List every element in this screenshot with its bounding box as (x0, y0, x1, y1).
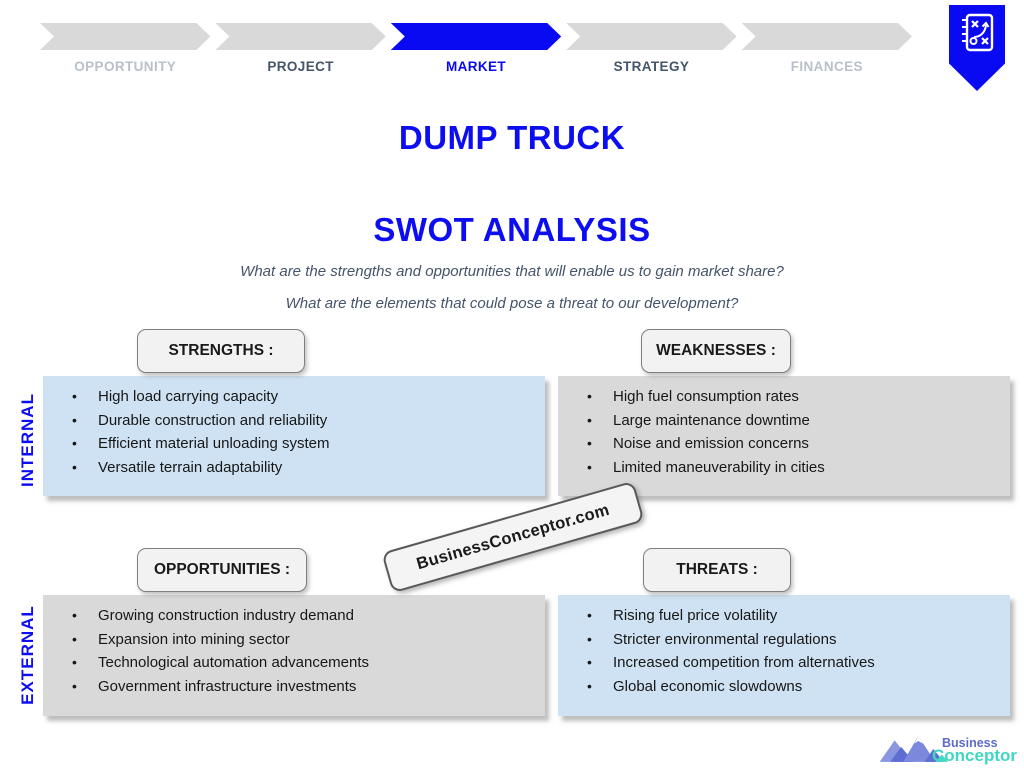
weaknesses-list: High fuel consumption rates Large mainte… (558, 376, 1010, 479)
bullet-item: Growing construction industry demand (43, 604, 545, 628)
bullet-item: Versatile terrain adaptability (43, 456, 545, 480)
weaknesses-header: WEAKNESSES : (641, 329, 791, 373)
bullet-item: Durable construction and reliability (43, 409, 545, 433)
opportunities-box: Growing construction industry demand Exp… (43, 595, 545, 716)
question-text-1: What are the strengths and opportunities… (240, 263, 784, 280)
watermark-badge: BusinessConceptor.com (381, 480, 645, 594)
slide-title: DUMP TRUCK (398, 119, 626, 156)
bullet-item: Global economic slowdowns (558, 675, 1010, 699)
bullet-item: Noise and emission concerns (558, 432, 1010, 456)
logo-business-text: Business (942, 736, 998, 750)
nav-step-finances: FINANCES (742, 23, 912, 74)
nav-step-label: MARKET (445, 59, 507, 74)
strengths-box: High load carrying capacity Durable cons… (43, 376, 545, 496)
section-title: SWOT ANALYSIS (373, 211, 651, 248)
bullet-item: Stricter environmental regulations (558, 628, 1010, 652)
bookmark-ribbon (949, 5, 1005, 91)
question-text-2: What are the elements that could pose a … (285, 295, 739, 312)
chevron-arrow (566, 23, 736, 50)
bullet-item: Government infrastructure investments (43, 675, 545, 699)
axis-label-internal: INTERNAL (18, 393, 37, 487)
nav-step-opportunity: OPPORTUNITY (40, 23, 210, 74)
bullet-item: Large maintenance downtime (558, 409, 1010, 433)
strengths-list: High load carrying capacity Durable cons… (43, 376, 545, 479)
bullet-item: Efficient material unloading system (43, 432, 545, 456)
weaknesses-box: High fuel consumption rates Large mainte… (558, 376, 1010, 496)
bullet-item: High load carrying capacity (43, 385, 545, 409)
nav-step-label: PROJECT (267, 59, 334, 74)
process-step-nav: OPPORTUNITY PROJECT MARKET STRATEGY FINA… (40, 23, 912, 74)
nav-step-label: FINANCES (790, 59, 863, 74)
axis-label-external: EXTERNAL (18, 605, 37, 705)
chevron-arrow (215, 23, 385, 50)
logo-conceptor-text: Conceptor (932, 746, 1017, 765)
threats-box: Rising fuel price volatility Stricter en… (558, 595, 1010, 716)
nav-step-label: STRATEGY (613, 59, 690, 74)
bullet-item: Expansion into mining sector (43, 628, 545, 652)
chevron-arrow (391, 23, 561, 50)
business-conceptor-logo: Business Conceptor (876, 730, 1022, 768)
bullet-item: Technological automation advancements (43, 651, 545, 675)
nav-step-project: PROJECT (215, 23, 385, 74)
bullet-item: Limited maneuverability in cities (558, 456, 1010, 480)
nav-step-label: OPPORTUNITY (74, 59, 177, 74)
threats-header: THREATS : (643, 548, 791, 592)
bullet-item: Rising fuel price volatility (558, 604, 1010, 628)
threats-list: Rising fuel price volatility Stricter en… (558, 595, 1010, 698)
chevron-arrow (40, 23, 210, 50)
bullet-item: High fuel consumption rates (558, 385, 1010, 409)
opportunities-header: OPPORTUNITIES : (137, 548, 307, 592)
chevron-arrow (742, 23, 912, 50)
opportunities-list: Growing construction industry demand Exp… (43, 595, 545, 698)
strengths-header: STRENGTHS : (137, 329, 305, 373)
nav-step-market-active: MARKET (391, 23, 561, 74)
bullet-item: Increased competition from alternatives (558, 651, 1010, 675)
nav-step-strategy: STRATEGY (566, 23, 736, 74)
mountain-logo-icon (879, 736, 949, 762)
strategy-board-icon (962, 13, 994, 52)
